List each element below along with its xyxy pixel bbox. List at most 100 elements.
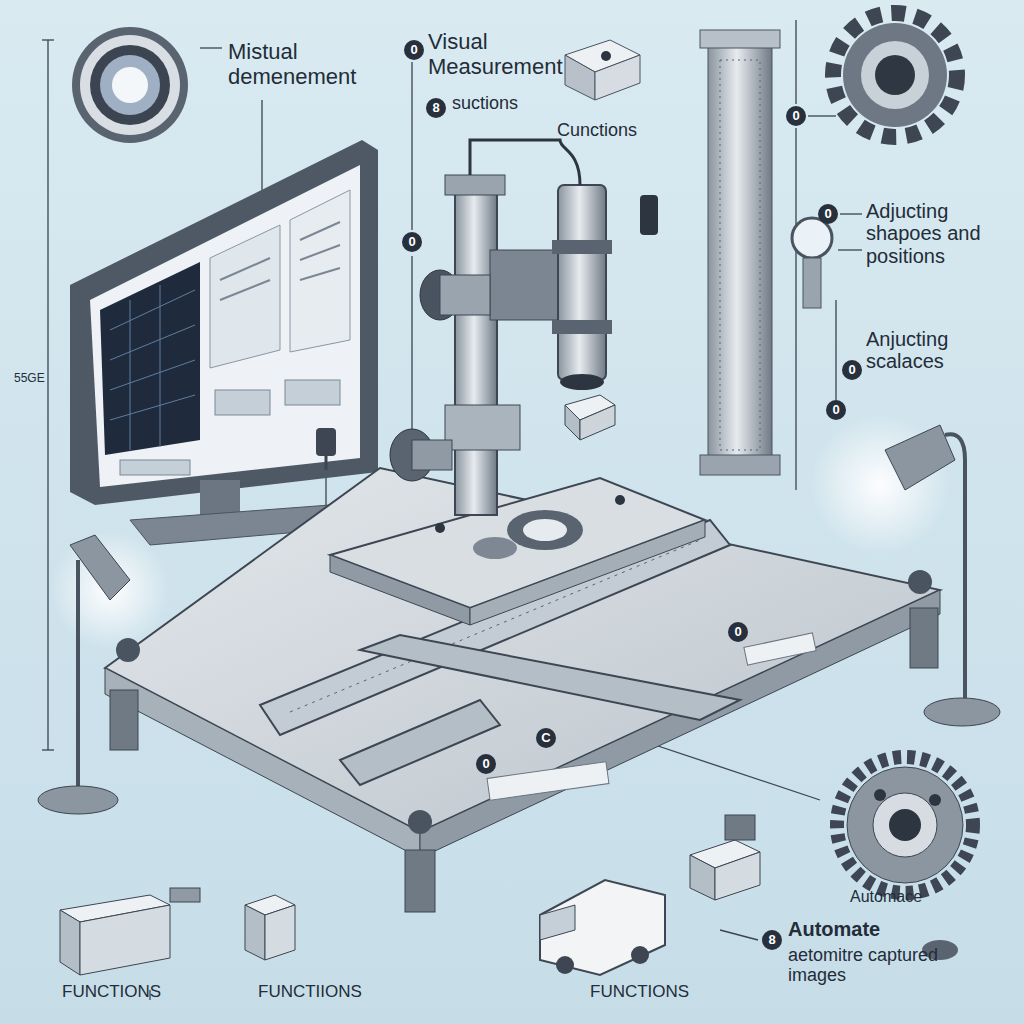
- label-text: aetomitre captured images: [788, 945, 978, 985]
- leader-lines-part: [835, 300, 836, 400]
- bottom-parts-part: [556, 956, 574, 974]
- table-part: [105, 468, 940, 832]
- microscope-part: [490, 250, 560, 320]
- microscope-part: [565, 405, 580, 440]
- monitor-part: [220, 222, 340, 300]
- monitor-part-part: [110, 290, 195, 330]
- callout-number: 0: [818, 204, 838, 224]
- microscope-part: [440, 275, 490, 315]
- leader-lines-part: [840, 213, 862, 214]
- microscope-part: [445, 175, 505, 195]
- leader-lines-part: [42, 39, 54, 40]
- label-text: Visual Measurement: [428, 30, 608, 79]
- table-part: [116, 638, 140, 662]
- bottom-parts-part: [889, 809, 921, 841]
- bottom-parts-part: [80, 905, 170, 975]
- monitor-part-part: [110, 360, 195, 390]
- stage-plate: [330, 478, 705, 625]
- label-text: Automace: [850, 888, 922, 906]
- monitor-part: [110, 285, 195, 450]
- pillar-part: [700, 30, 780, 48]
- stage-plate-part: [523, 519, 567, 541]
- label-text: 55GE: [14, 372, 45, 385]
- monitor-part-part: [220, 280, 270, 300]
- label-text: Adjucting shapoes and positions: [866, 200, 1016, 267]
- leader-lines-part: [808, 115, 836, 116]
- microscope-part: [412, 440, 452, 470]
- table-part: [908, 570, 932, 594]
- bottom-parts-part: [245, 905, 265, 960]
- bottom-parts-part: [837, 757, 973, 893]
- table-part: [408, 810, 432, 834]
- monitor-part-part: [110, 395, 195, 420]
- small-bracket-part: [565, 55, 595, 100]
- microscope-part: [455, 185, 497, 515]
- lens-ring-part: [80, 35, 180, 135]
- leader-lines-part: [838, 249, 862, 250]
- bottom-parts-part: [715, 852, 760, 900]
- callout-number: C: [536, 728, 556, 748]
- bottom-parts-part: [929, 794, 941, 806]
- microscope-part: [552, 320, 612, 334]
- bottom-parts-part: [873, 793, 937, 857]
- callout-number: 8: [426, 98, 446, 118]
- microscope-part: [560, 374, 604, 390]
- small-bracket-part: [601, 51, 611, 61]
- stage-plate-part: [615, 495, 625, 505]
- magnifier-part: [792, 218, 832, 258]
- small-bracket-part: [595, 55, 640, 100]
- probe-pin: [316, 428, 336, 470]
- callout-number: 0: [826, 400, 846, 420]
- microscope-part: [552, 240, 612, 254]
- stage-plate-part: [473, 537, 517, 559]
- leader-lines-part: [640, 740, 820, 800]
- leader-lines-part: [42, 749, 54, 750]
- monitor-part: [100, 262, 200, 455]
- callout-number: 0: [728, 622, 748, 642]
- gear-top: [833, 13, 957, 137]
- monitor-part: [210, 225, 280, 368]
- left-lamp-part: [76, 560, 80, 790]
- label-text: FUNCTIIONS: [258, 982, 362, 1001]
- monitor-part-part: [300, 245, 340, 260]
- left-lamp-part: [50, 530, 170, 650]
- table-part: [487, 762, 609, 800]
- leader-lines-part: [200, 47, 222, 48]
- monitor-part: [215, 390, 270, 415]
- bottom-parts-part: [847, 767, 963, 883]
- monitor-part: [70, 140, 378, 505]
- bottom-parts-part: [540, 880, 665, 975]
- bottom-parts-part: [540, 905, 575, 940]
- monitor-part: [120, 460, 190, 475]
- table-part: [910, 608, 938, 668]
- monitor-part-part: [160, 285, 161, 447]
- callout-number: 0: [476, 754, 496, 774]
- bottom-parts-part: [725, 815, 755, 840]
- probe-pin-part: [316, 428, 336, 456]
- microscope-part: [470, 140, 580, 185]
- gear-top-part: [861, 41, 929, 109]
- stage-plate-part: [330, 555, 470, 625]
- microscope-part: [558, 185, 606, 380]
- leader-lines-part: [795, 20, 796, 104]
- lens-ring: [72, 27, 188, 143]
- bottom-parts-part: [690, 855, 715, 900]
- label-text: FUNCTIONS: [590, 982, 689, 1001]
- right-lamp-part: [885, 425, 955, 490]
- pillar: [700, 30, 780, 475]
- microscope-part: [580, 405, 615, 440]
- leader-lines-part: [47, 40, 48, 750]
- lens-ring-part: [90, 45, 170, 125]
- lens-ring-part: [100, 55, 160, 115]
- label-text: Cunctions: [557, 120, 637, 140]
- callout-number: 8: [762, 930, 782, 950]
- label-text: FUNCTIONS: [62, 982, 161, 1001]
- microscope-part: [640, 195, 658, 235]
- probe-pin-part: [325, 456, 328, 470]
- stage-plate-part: [470, 520, 705, 625]
- table-part: [744, 633, 816, 665]
- callout-number: 0: [402, 232, 422, 252]
- monitor-part-part: [300, 222, 340, 240]
